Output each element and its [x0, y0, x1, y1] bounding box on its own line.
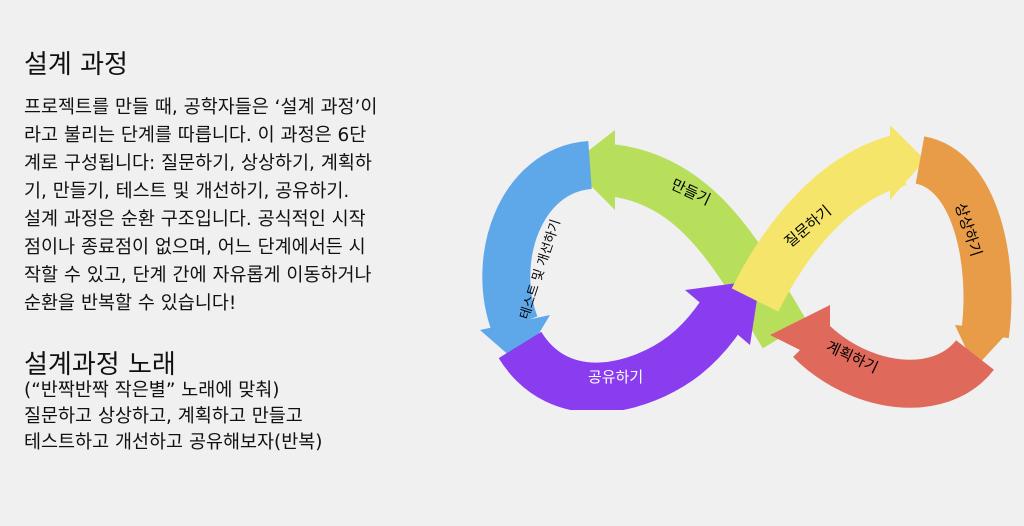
song-line: 테스트하고 개선하고 공유해보자(반복): [24, 432, 323, 453]
text-line: 기, 만들기, 테스트 및 개선하기, 공유하기.: [24, 181, 350, 202]
arrow-share: 공유하기: [498, 280, 760, 410]
text-line: 점이나 종료점이 없으며, 어느 단계에서든 시: [24, 237, 366, 258]
text-line: 작할 수 있고, 단계 간에 자유롭게 이동하거나: [24, 265, 372, 286]
page-title: 설계 과정: [24, 50, 128, 80]
song-title: 설계과정 노래: [24, 350, 176, 380]
text-line: 라고 불리는 단계를 따릅니다. 이 과정은 6단: [24, 125, 367, 146]
intro-paragraph: 프로젝트를 만들 때, 공학자들은 ‘설계 과정’이 라고 불리는 단계를 따릅…: [24, 94, 494, 318]
text-line: 계로 구성됩니다: 질문하기, 상상하기, 계획하: [24, 153, 372, 174]
text-line: 프로젝트를 만들 때, 공학자들은 ‘설계 과정’이: [24, 97, 378, 118]
song-line: (“반짝반짝 작은별” 노래에 맞춰): [24, 380, 280, 401]
arrow-imagine: 상상하기: [913, 136, 1012, 368]
text-line: 설계 과정은 순환 구조입니다. 공식적인 시작: [24, 209, 366, 230]
design-cycle-diagram: 만들기 테스트 및 개선하기 공유하기 질문하기 상상하기 계획하기: [480, 125, 1012, 410]
song-lyrics: (“반짝반짝 작은별” 노래에 맞춰) 질문하고 상상하고, 계획하고 만들고 …: [24, 378, 323, 456]
arrow-ask: 질문하기: [731, 125, 925, 312]
arrow-test-improve: 테스트 및 개선하기: [480, 141, 594, 365]
arrow-plan: 계획하기: [770, 305, 994, 408]
song-line: 질문하고 상상하고, 계획하고 만들고: [24, 406, 303, 427]
step-label-share: 공유하기: [588, 368, 643, 386]
text-line: 순환을 반복할 수 있습니다!: [24, 293, 237, 314]
